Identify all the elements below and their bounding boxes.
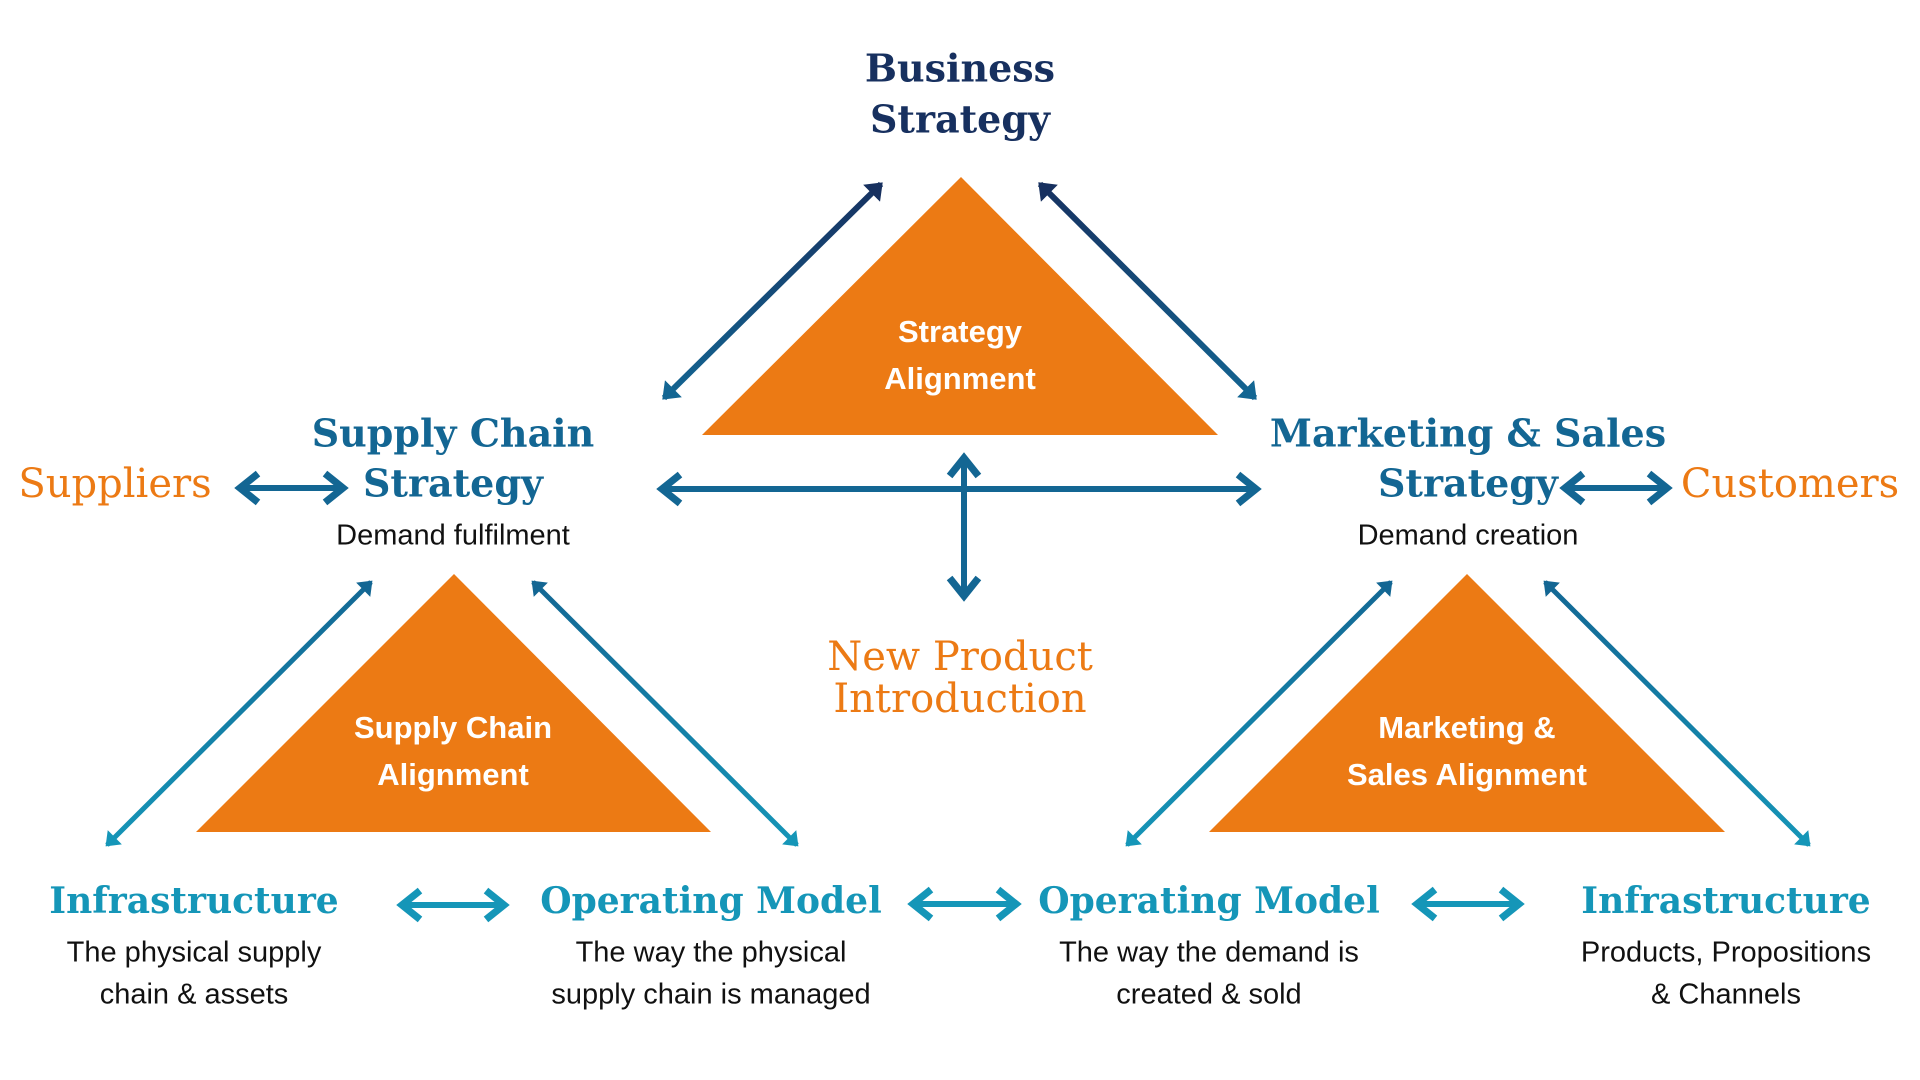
supply-chain-operating-model-arrow (531, 580, 799, 847)
strategy-alignment-label-line2: Alignment (884, 361, 1036, 396)
bottom-node-supply-operating-model: Operating Model The way the physical sup… (540, 880, 882, 1011)
business-strategy-title-line2: Strategy (870, 97, 1051, 142)
bottom-node-desc-line1: The way the demand is (1059, 937, 1359, 969)
supply-chain-alignment-label-line2: Alignment (377, 757, 529, 792)
business-supply-chain-arrow (661, 181, 884, 401)
strategy-alignment-triangle (702, 177, 1218, 435)
bottom-node-desc-line2: & Channels (1651, 979, 1801, 1011)
bottom-node-desc-line1: The way the physical (576, 937, 847, 969)
supply-chain-alignment-triangle (196, 574, 711, 832)
customers-label: Customers (1681, 461, 1899, 507)
marketing-sales-strategy-title-line2: Strategy (1378, 461, 1559, 506)
marketing-sales-alignment-label-line1: Marketing & (1378, 710, 1555, 745)
suppliers-label: Suppliers (18, 461, 211, 507)
supply-chain-alignment-label-line1: Supply Chain (354, 710, 552, 745)
marketing-sales-alignment-label-line2: Sales Alignment (1347, 757, 1587, 792)
marketing-infrastructure-arrow (1543, 580, 1811, 847)
bottom-node-title: Infrastructure (1581, 880, 1870, 922)
supply-chain-infrastructure-arrow (105, 580, 373, 847)
bottom-node-marketing-operating-model: Operating Model The way the demand is cr… (1038, 880, 1380, 1011)
business-marketing-arrow (1037, 181, 1258, 401)
marketing-sales-strategy-title-line1: Marketing & Sales (1270, 411, 1666, 456)
bottom-node-marketing-infrastructure: Infrastructure Products, Propositions & … (1581, 880, 1871, 1011)
supply-chain-strategy-subtitle: Demand fulfilment (336, 520, 570, 552)
bottom-node-desc-line1: The physical supply (67, 937, 322, 969)
npi-label-line1: New Product (827, 634, 1093, 680)
bottom-node-title: Infrastructure (49, 880, 338, 922)
npi-label-line2: Introduction (833, 676, 1086, 722)
bottom-node-desc-line1: Products, Propositions (1581, 937, 1871, 969)
bottom-node-desc-line2: chain & assets (100, 979, 289, 1011)
supply-chain-strategy-title-line2: Strategy (363, 461, 544, 506)
strategy-alignment-label-line1: Strategy (898, 314, 1023, 349)
marketing-sales-strategy-subtitle: Demand creation (1358, 520, 1579, 552)
marketing-sales-alignment-triangle (1209, 574, 1725, 832)
bottom-node-desc-line2: created & sold (1116, 979, 1301, 1011)
business-strategy-title-line1: Business (865, 46, 1055, 91)
bottom-node-supply-infrastructure: Infrastructure The physical supply chain… (49, 880, 338, 1011)
marketing-operating-model-arrow (1125, 580, 1393, 847)
bottom-node-desc-line2: supply chain is managed (551, 979, 870, 1011)
bottom-node-title: Operating Model (540, 880, 882, 922)
supply-chain-strategy-title-line1: Supply Chain (312, 411, 595, 456)
bottom-node-title: Operating Model (1038, 880, 1380, 922)
